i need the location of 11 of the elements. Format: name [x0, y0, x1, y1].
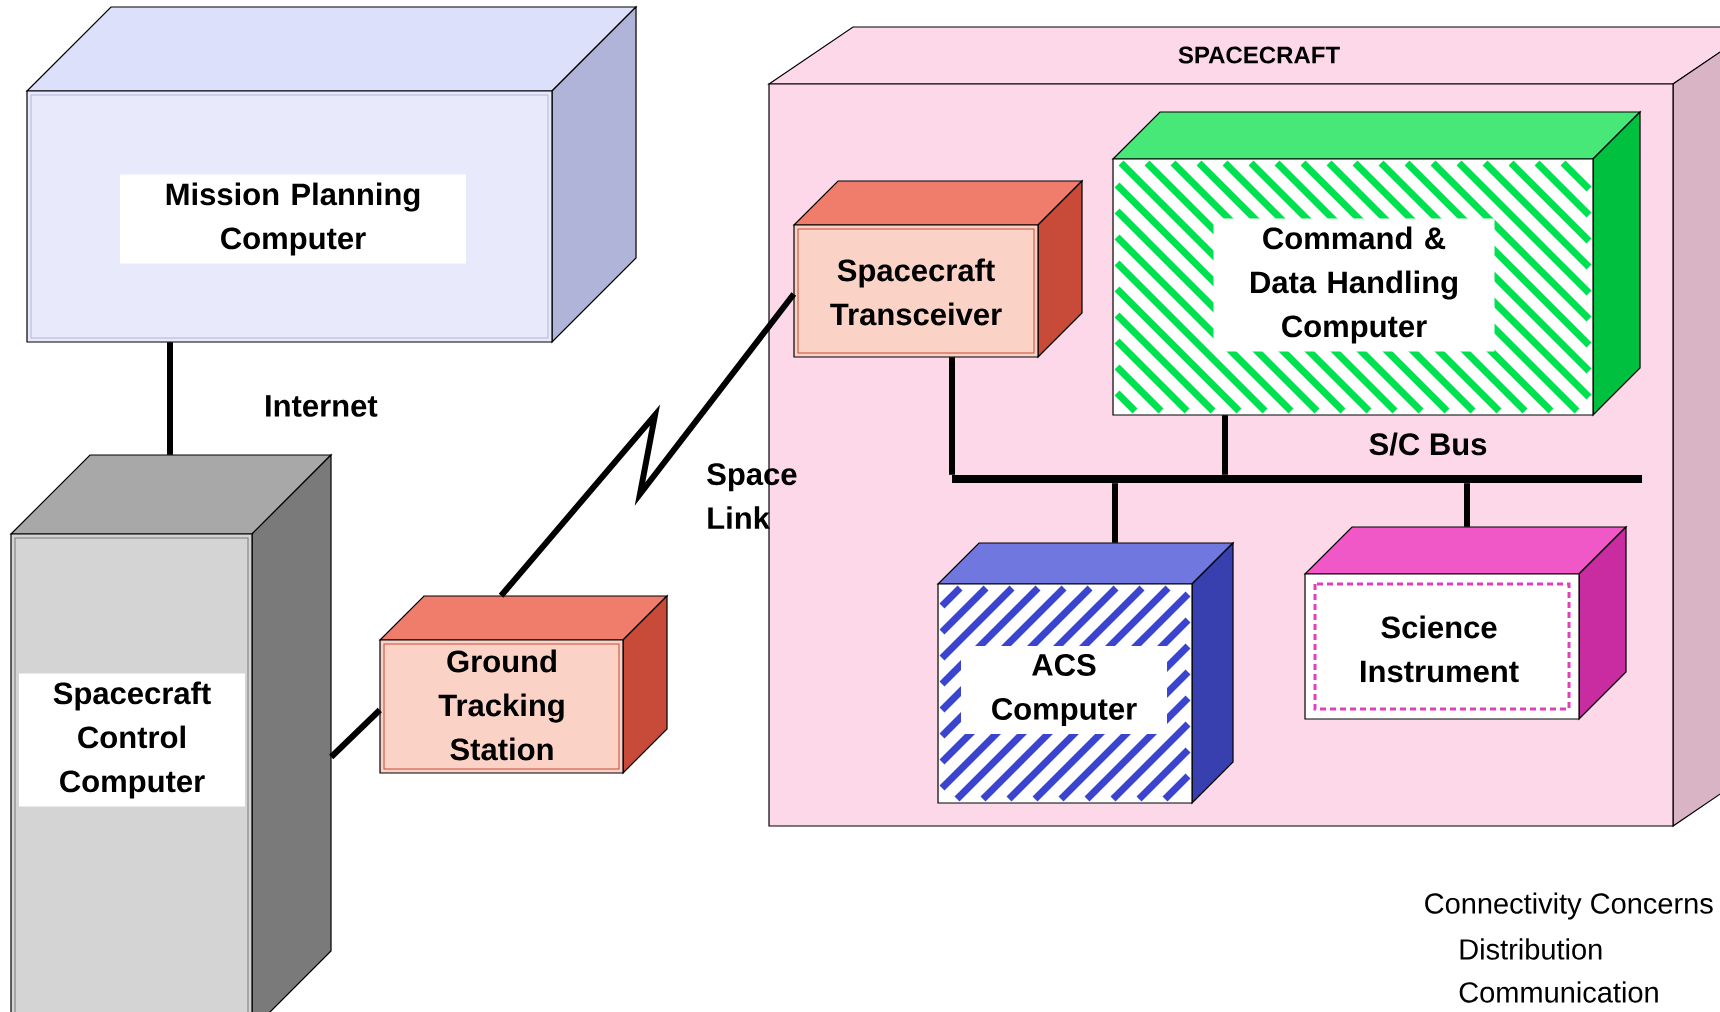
- note-text: Communication: [1459, 981, 1658, 1003]
- note-text: Distribution: [1460, 938, 1602, 960]
- bus-label: S/C Bus: [1369, 432, 1487, 456]
- connector-line: [1112, 483, 1118, 543]
- connector-line: [1464, 483, 1470, 527]
- note-text: Connectivity Concerns: [1425, 892, 1713, 920]
- edge-label: Internet: [266, 395, 378, 417]
- node-label: SPACECRAFT: [1178, 46, 1340, 64]
- connector-line: [949, 357, 955, 475]
- connector-line: [167, 342, 173, 455]
- connector-line: [1222, 415, 1228, 475]
